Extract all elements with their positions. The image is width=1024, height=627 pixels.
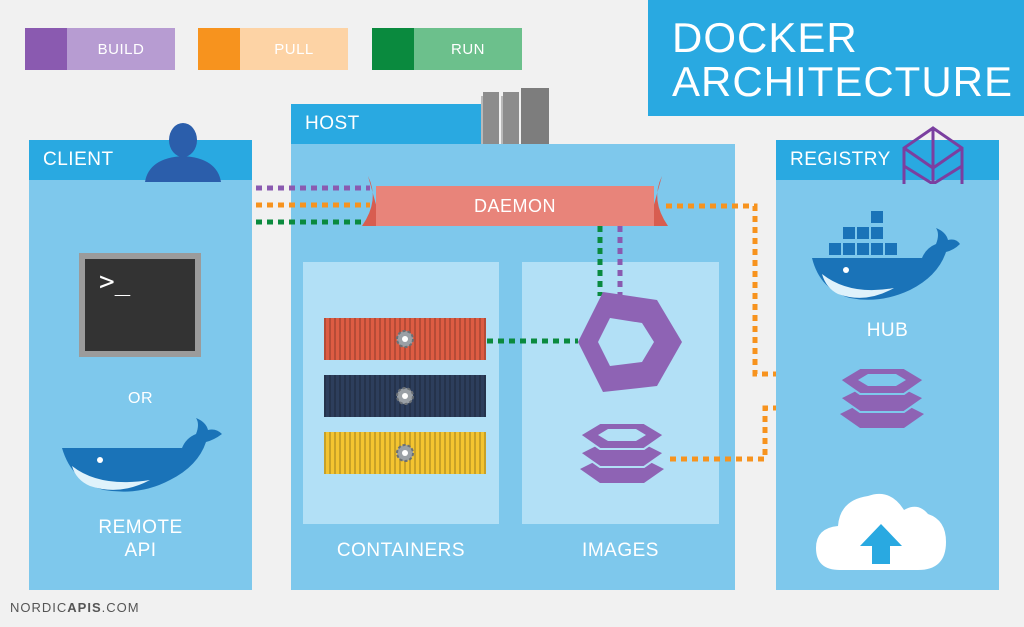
docker-whale-icon [812,209,960,300]
pull-swatch [198,28,240,70]
run-label: RUN [414,28,522,70]
watermark-part-2: APIS [67,600,102,615]
gear-icon [396,330,414,348]
or-label: OR [128,390,153,407]
cloud-upload-icon [816,493,946,570]
build-swatch [25,28,67,70]
gear-icon [396,444,414,462]
image-stack-icon [578,422,666,483]
title-line-2: ARCHITECTURE [672,58,1014,105]
daemon-banner [362,176,668,226]
page-title: DOCKER ARCHITECTURE [648,0,1024,116]
run-swatch [372,28,414,70]
watermark: NORDICAPIS.COM [10,600,140,615]
title-line-1: DOCKER [672,14,858,61]
user-icon [145,123,221,182]
registry-building-icon [902,126,964,184]
container-yellow [324,432,486,474]
docker-whale-icon [62,418,222,492]
terminal-prompt: >_ [85,259,195,351]
remote-api-line-1: REMOTE [98,517,183,538]
legend-pull: PULL [198,28,348,70]
terminal-icon: >_ [79,253,201,357]
client-panel [29,180,252,590]
pull-label: PULL [240,28,348,70]
watermark-part-3: .COM [101,600,140,615]
host-header: HOST [291,104,483,144]
containers-label: CONTAINERS [336,540,466,561]
gear-icon [396,387,414,405]
build-label: BUILD [67,28,175,70]
legend-run: RUN [372,28,522,70]
images-label: IMAGES [582,540,659,561]
legend-build: BUILD [25,28,175,70]
watermark-part-1: NORDIC [10,600,68,615]
daemon-label: DAEMON [473,196,556,216]
server-icon [481,88,549,144]
remote-api-line-2: API [124,540,157,561]
hub-label: HUB [866,320,909,341]
image-stack-icon [838,367,926,428]
